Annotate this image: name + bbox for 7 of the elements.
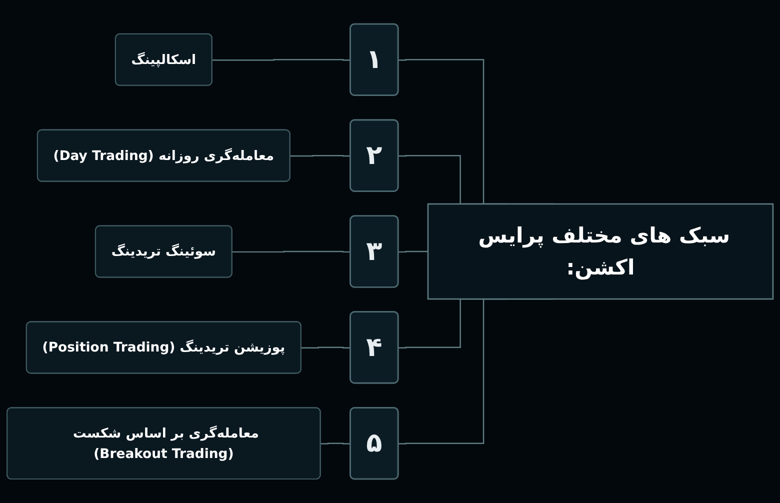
connector (398, 250, 428, 253)
connector (290, 154, 351, 157)
connector (232, 250, 351, 253)
node-box: سبک های مختلف پرایس اکشن: (427, 203, 774, 300)
connector (301, 346, 351, 348)
connector (212, 59, 351, 61)
connector (320, 442, 351, 444)
